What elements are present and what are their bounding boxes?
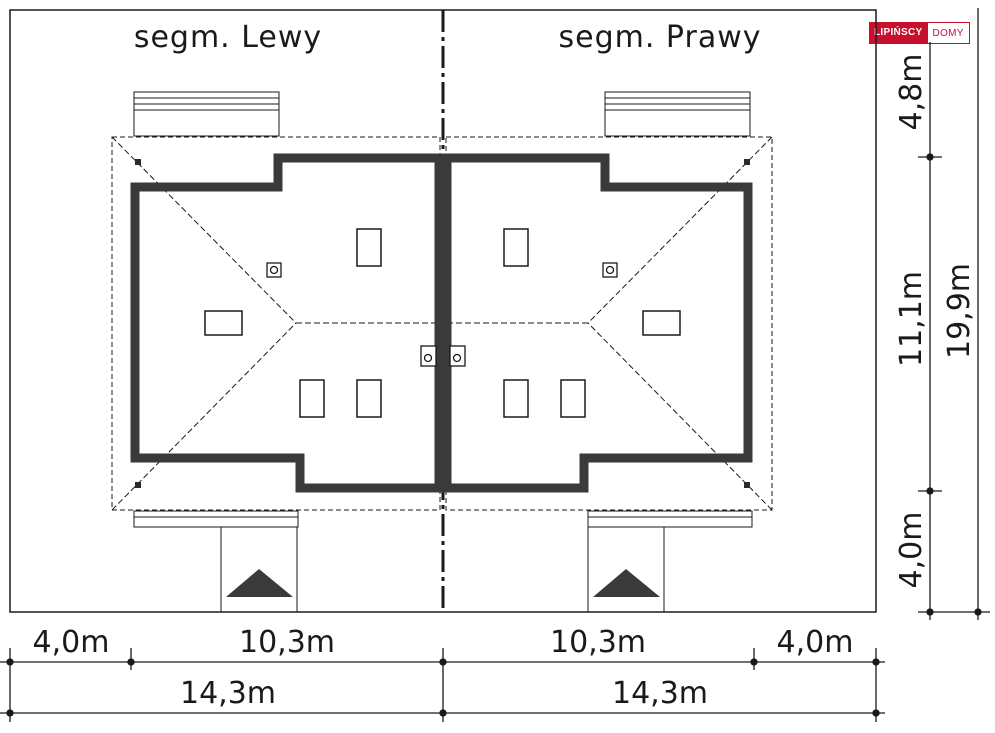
right-segment-title: segm. Prawy xyxy=(559,20,762,55)
dim-4-0m-vertical: 4,0m xyxy=(894,512,929,589)
right-entrance-arrow-icon xyxy=(593,569,660,597)
dim-left-14-3m: 14,3m xyxy=(180,676,276,711)
dim-4-8m: 4,8m xyxy=(894,54,929,131)
logo-suffix-text: DOMY xyxy=(927,22,970,44)
left-front-terrace xyxy=(133,510,299,528)
left-segment-walls xyxy=(130,153,444,493)
left-hip-lines xyxy=(111,136,440,511)
dim-left-10-3m: 10,3m xyxy=(239,625,335,660)
right-front-terrace xyxy=(587,510,753,528)
dim-right-4m: 4,0m xyxy=(777,625,854,660)
left-skylights xyxy=(204,228,382,418)
vent-chimneys xyxy=(266,262,618,367)
left-back-terrace xyxy=(133,91,280,137)
corner-posts xyxy=(135,159,750,488)
dim-11-1m: 11,1m xyxy=(894,271,929,367)
dim-right-14-3m: 14,3m xyxy=(612,676,708,711)
dim-left-4m: 4,0m xyxy=(33,625,110,660)
left-entrance-arrow-icon xyxy=(226,569,293,597)
right-segment-walls xyxy=(442,153,753,493)
dim-right-10-3m: 10,3m xyxy=(550,625,646,660)
right-driveway xyxy=(587,527,665,612)
right-skylights xyxy=(503,228,681,418)
right-back-terrace xyxy=(604,91,751,137)
dim-19-9m: 19,9m xyxy=(942,263,977,359)
right-hip-lines xyxy=(446,136,773,511)
brand-logo: LIPIŃSCY DOMY xyxy=(869,22,970,44)
logo-brand-text: LIPIŃSCY xyxy=(869,22,928,44)
left-segment-title: segm. Lewy xyxy=(134,20,322,55)
left-driveway xyxy=(220,527,298,612)
right-dimension-lines xyxy=(918,8,990,620)
bottom-dimension-lines xyxy=(0,648,885,722)
